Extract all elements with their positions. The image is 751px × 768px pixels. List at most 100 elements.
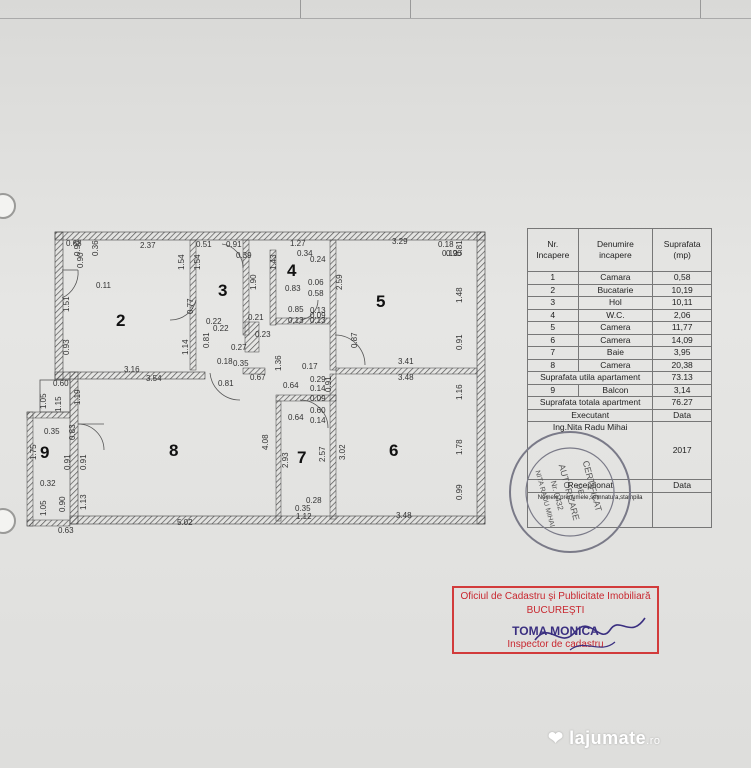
dimension-label: 0.64 (283, 381, 299, 390)
dimension-label: 1.05 (39, 393, 48, 409)
dimension-label: 1.16 (455, 384, 464, 400)
dimension-label: 0.60 (53, 379, 69, 388)
dimension-label: 0.24 (310, 255, 326, 264)
col-header-nr: Nr. Incapere (527, 228, 579, 272)
dimension-label: 0.23 (255, 330, 271, 339)
room-number-2: 2 (116, 311, 125, 330)
dimension-label: 0.13 (288, 316, 304, 325)
dimension-label: 3.02 (338, 444, 347, 460)
receptioned-row: Numele,prenumele,semnatura,stampila (526, 491, 712, 528)
dimension-label: 0.91 (79, 454, 88, 470)
dimension-label: 0.68 (66, 239, 82, 248)
col-header-name: Denumire incapere (577, 228, 654, 272)
dimension-label: 0.85 (288, 305, 304, 314)
dimension-label: 0.90 (76, 252, 85, 268)
dimension-label: 0.36 (91, 240, 100, 256)
dimension-label: 0.58 (308, 289, 324, 298)
dimension-label: 1.15 (54, 396, 63, 412)
dimension-label: 3.41 (398, 357, 414, 366)
dimension-label: 1.43 (269, 254, 278, 270)
col-header-area: Suprafata (mp) (652, 228, 712, 272)
dimension-label: 0.14 (310, 416, 326, 425)
dimension-label: 0.83 (68, 424, 77, 440)
dimension-label: 0.22 (206, 317, 222, 326)
stamp-inspector-title: Inspector de cadastru (507, 639, 604, 650)
dimension-label: 0.35 (233, 359, 249, 368)
dimension-label: 2.59 (335, 274, 344, 290)
binder-hole-bottom (0, 508, 16, 534)
dimension-label: 3.54 (146, 374, 162, 383)
dimension-label: 1.54 (193, 254, 202, 270)
dimension-label: 0.99 (455, 484, 464, 500)
dimension-label: 0.91 (226, 240, 242, 249)
dimension-label: 0.09 (310, 394, 326, 403)
dimension-label: 1.51 (62, 296, 71, 312)
room-number-6: 6 (389, 441, 398, 460)
dimension-label: 0.91 (63, 454, 72, 470)
stamp-office: Oficiul de Cadastru şi Publicitate Imobi… (460, 591, 651, 602)
dimension-label: 0.14 (310, 384, 326, 393)
dimension-label: 0.27 (231, 343, 247, 352)
room-number-3: 3 (218, 281, 227, 300)
dimension-label: 1.05 (39, 500, 48, 516)
lajumate-watermark: ❤ lajumate.ro (548, 728, 661, 748)
dimension-label: 0.34 (297, 249, 313, 258)
dimension-label: 0.12 (442, 249, 458, 258)
dimension-label: 0.13 (310, 316, 326, 325)
dimension-label: 0.09 (310, 311, 326, 320)
dimension-label: 0.21 (248, 313, 264, 322)
dimension-label: 0.18 (217, 357, 233, 366)
dimension-label: 0.32 (40, 479, 56, 488)
room-number-8: 8 (169, 441, 178, 460)
dimension-label: 0.29 (310, 375, 326, 384)
dimension-label: 2.37 (140, 241, 156, 250)
dimension-label: 1.13 (79, 494, 88, 510)
dimension-label: 3.48 (396, 511, 412, 520)
cadastre-office-stamp: Oficiul de Cadastru şi Publicitate Imobi… (452, 586, 659, 654)
dimension-label: 0.13 (310, 306, 326, 315)
dimension-label: 5.02 (177, 518, 193, 527)
executant-row: Ing.Nita Radu Mihai 2017 (526, 421, 712, 480)
stamp-city: BUCUREŞTI (526, 605, 585, 616)
signature-scribble (534, 617, 646, 651)
dimension-label: 2.57 (318, 446, 327, 462)
dimension-label: 0.87 (350, 332, 359, 348)
dimension-label: 0.93 (62, 339, 71, 355)
dimension-label: 0.06 (308, 278, 324, 287)
dimension-label: 0.22 (213, 324, 229, 333)
room-number-9: 9 (40, 443, 49, 462)
dimension-label: 1.75 (29, 444, 38, 460)
dimension-label: 1.78 (455, 439, 464, 455)
dimension-label: 1.90 (249, 274, 258, 290)
svg-text:NITA RADU MIHAI: NITA RADU MIHAI (533, 470, 555, 528)
dimension-label: 1.27 (290, 239, 306, 248)
dimension-label: 1.14 (181, 339, 190, 355)
previous-page-edge (0, 0, 751, 19)
dimension-label: 0.90 (58, 496, 67, 512)
dimension-label: 0.67 (250, 373, 266, 382)
dimension-label: 1.48 (455, 287, 464, 303)
dimension-label: 0.17 (302, 362, 318, 371)
dimension-label: 0.28 (306, 496, 322, 505)
dimension-label: 1.12 (296, 512, 312, 521)
dimension-label: 0.77 (186, 298, 195, 314)
dimension-label: 0.35 (44, 427, 60, 436)
dimension-label: 0.81 (202, 332, 211, 348)
dimension-label: 3.48 (398, 373, 414, 382)
heart-logo-icon: ❤ (548, 728, 564, 748)
dimension-label: 0.81 (455, 240, 464, 256)
dimension-label: 0.64 (288, 413, 304, 422)
room-number-5: 5 (376, 292, 385, 311)
dimension-label: 0.39 (236, 251, 252, 260)
dimension-label: 0.63 (58, 526, 74, 535)
